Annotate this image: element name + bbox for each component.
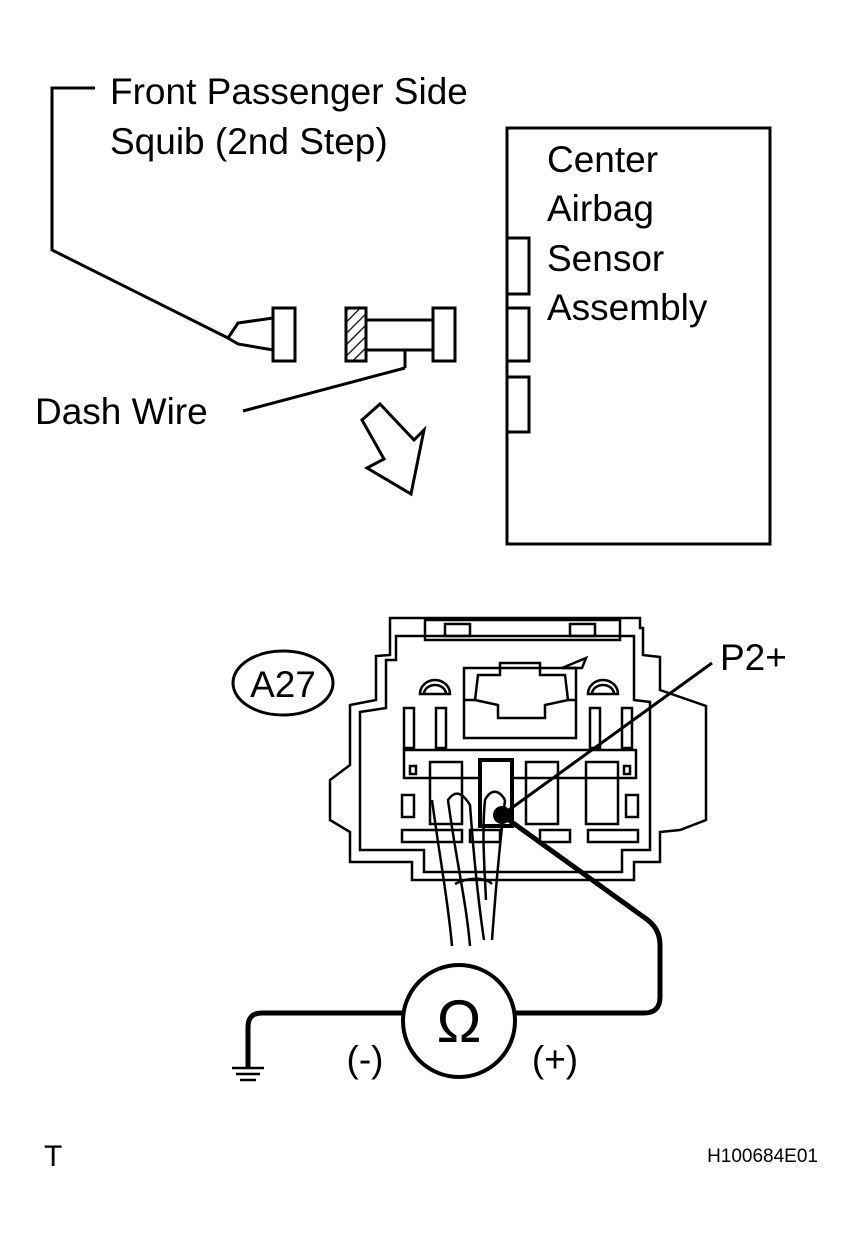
corner-mark: T [44,1140,62,1173]
sensor-assembly-box [505,126,772,546]
squib-label-line1: Front Passenger Side [110,71,468,112]
sensor-label-line1: Center [547,139,658,180]
terminal-label: P2+ [720,637,787,678]
terminal-leader [501,661,713,817]
dash-wire-label: Dash Wire [35,391,208,432]
sensor-label-line4: Assembly [547,287,708,328]
ohm-symbol: Ω [437,988,482,1055]
negative-lead [245,1010,403,1068]
dash-wire-leader [242,366,406,413]
positive-lead [500,812,663,1016]
ohmmeter-icon [401,963,517,1079]
positive-label: (+) [532,1039,578,1080]
squib-leader-line [50,86,229,340]
ground-icon [232,1066,264,1082]
negative-label: (-) [347,1039,384,1080]
squib-label-line2: Squib (2nd Step) [110,121,388,162]
sensor-label-line2: Airbag [547,188,654,229]
sensor-connector-slots [505,236,531,434]
sensor-label-line3: Sensor [547,238,664,279]
figure-code: H100684E01 [707,1146,818,1167]
dash-wire-connector [344,306,457,368]
connector-a27-face [328,616,708,882]
arrow-down-right-icon [360,401,427,497]
connector-id-oval [231,649,335,717]
squib-connector [225,306,297,363]
connector-id-label: A27 [250,664,316,705]
